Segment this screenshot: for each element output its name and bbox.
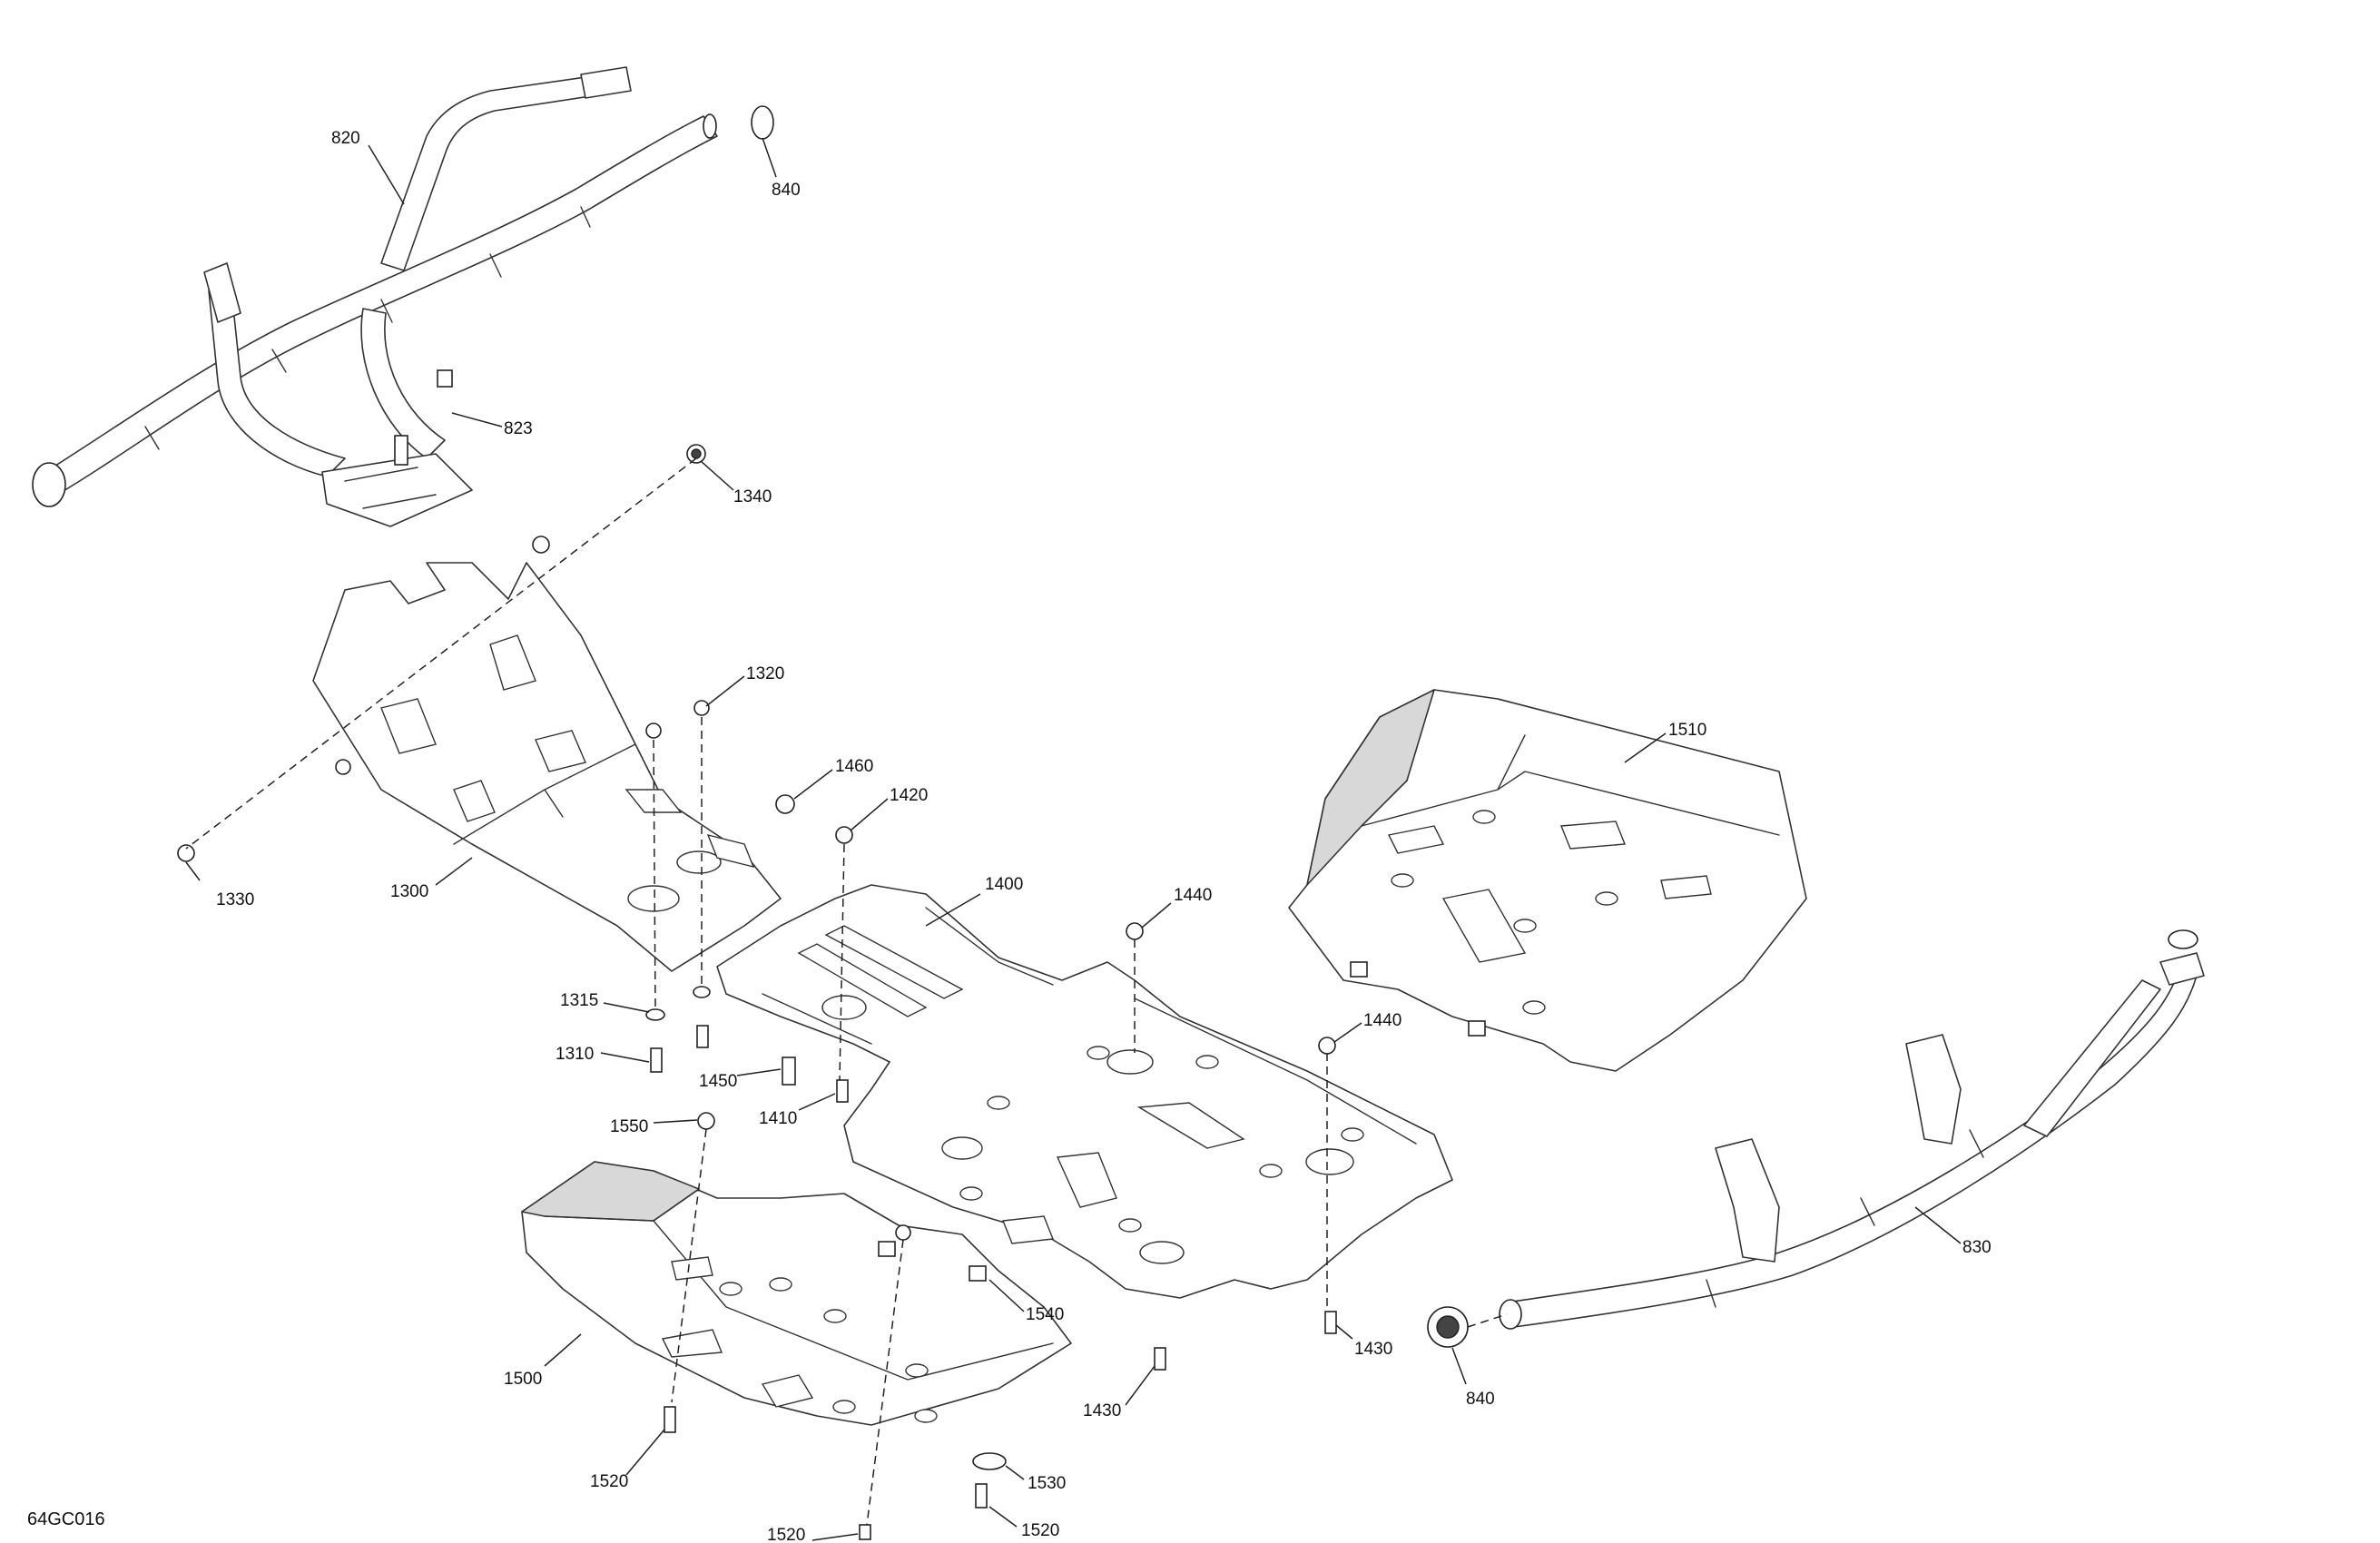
bolt-1520-c bbox=[859, 1524, 871, 1540]
bolt-823-b bbox=[394, 435, 408, 466]
nut-1460 bbox=[775, 794, 795, 814]
nut-1340-b bbox=[532, 536, 550, 554]
callout-1400: 1400 bbox=[985, 875, 1023, 894]
callout-1450: 1450 bbox=[699, 1072, 737, 1091]
callout-1410: 1410 bbox=[759, 1109, 797, 1128]
callout-840-top: 840 bbox=[772, 181, 801, 200]
hardware bbox=[177, 105, 2198, 1540]
nut-1440 bbox=[1126, 922, 1144, 940]
callout-labels: 820 840 823 1340 1320 1460 1420 1400 144… bbox=[216, 129, 1992, 1543]
bolt-1310 bbox=[650, 1047, 663, 1073]
callout-1420: 1420 bbox=[890, 786, 928, 805]
clip-1510-a bbox=[1350, 961, 1368, 978]
callout-1440-mid: 1440 bbox=[1363, 1011, 1401, 1030]
callout-820: 820 bbox=[331, 129, 360, 148]
nut-1420 bbox=[835, 826, 853, 844]
bolt-1330 bbox=[177, 844, 195, 862]
front-bumper-tube bbox=[32, 66, 718, 527]
bolt-1520 bbox=[664, 1406, 676, 1433]
callout-1530: 1530 bbox=[1028, 1474, 1066, 1493]
callout-1430-right: 1430 bbox=[1354, 1340, 1392, 1359]
callout-1540: 1540 bbox=[1026, 1305, 1064, 1324]
washer-1315 bbox=[645, 1008, 665, 1021]
rear-bumper-tube bbox=[1499, 952, 2205, 1330]
bolt-1430 bbox=[1324, 1311, 1337, 1334]
plug-cap-rear-right bbox=[2168, 929, 2198, 949]
callout-1520-right: 1520 bbox=[1021, 1521, 1059, 1540]
callout-1340: 1340 bbox=[733, 487, 772, 506]
callout-1510: 1510 bbox=[1668, 721, 1706, 740]
bolt-1410 bbox=[836, 1079, 849, 1103]
nut-1320 bbox=[693, 700, 710, 716]
callout-1520-bottom: 1520 bbox=[767, 1526, 805, 1543]
bolt-1310-b bbox=[696, 1025, 709, 1048]
right-skid-plate bbox=[1288, 689, 1807, 1072]
center-skid-plate bbox=[716, 884, 1453, 1299]
leader-lines bbox=[185, 137, 1962, 1541]
nut-1440-b bbox=[1318, 1037, 1336, 1055]
bolt-1430-b bbox=[1154, 1347, 1166, 1371]
bolt-1520-b bbox=[975, 1483, 988, 1509]
callout-1520-left: 1520 bbox=[590, 1472, 628, 1491]
nut-1550 bbox=[697, 1112, 715, 1130]
callout-1315: 1315 bbox=[560, 991, 598, 1010]
callout-1440-top: 1440 bbox=[1174, 886, 1212, 905]
washer-1315-b bbox=[693, 986, 711, 998]
clip-1540 bbox=[969, 1265, 987, 1282]
front-skid-plate bbox=[312, 562, 782, 972]
callout-840-bottom: 840 bbox=[1466, 1390, 1495, 1409]
callout-1330: 1330 bbox=[216, 890, 254, 909]
washer-1530 bbox=[972, 1452, 1007, 1470]
callout-1550: 1550 bbox=[610, 1117, 648, 1136]
callout-1320: 1320 bbox=[746, 664, 784, 683]
callout-1310: 1310 bbox=[556, 1045, 594, 1064]
bolt-1450 bbox=[782, 1057, 796, 1086]
clip-1540-b bbox=[878, 1241, 896, 1257]
assembly-lines bbox=[185, 457, 1508, 1526]
left-skid-plate bbox=[521, 1161, 1072, 1426]
callout-823: 823 bbox=[504, 419, 533, 438]
callout-1500: 1500 bbox=[504, 1370, 542, 1389]
callout-1430-left: 1430 bbox=[1083, 1401, 1121, 1420]
callout-1300: 1300 bbox=[390, 882, 428, 901]
callout-830: 830 bbox=[1962, 1238, 1992, 1257]
diagram-reference-code: 64GC016 bbox=[27, 1509, 105, 1529]
nut-1320-b bbox=[645, 722, 662, 739]
plug-cap-top bbox=[751, 105, 774, 140]
nut-1550-b bbox=[895, 1224, 911, 1241]
clip-1510-b bbox=[1468, 1020, 1486, 1037]
bolt-823 bbox=[437, 369, 453, 388]
callout-1460: 1460 bbox=[835, 757, 873, 776]
bolt-1330-b bbox=[335, 759, 351, 775]
